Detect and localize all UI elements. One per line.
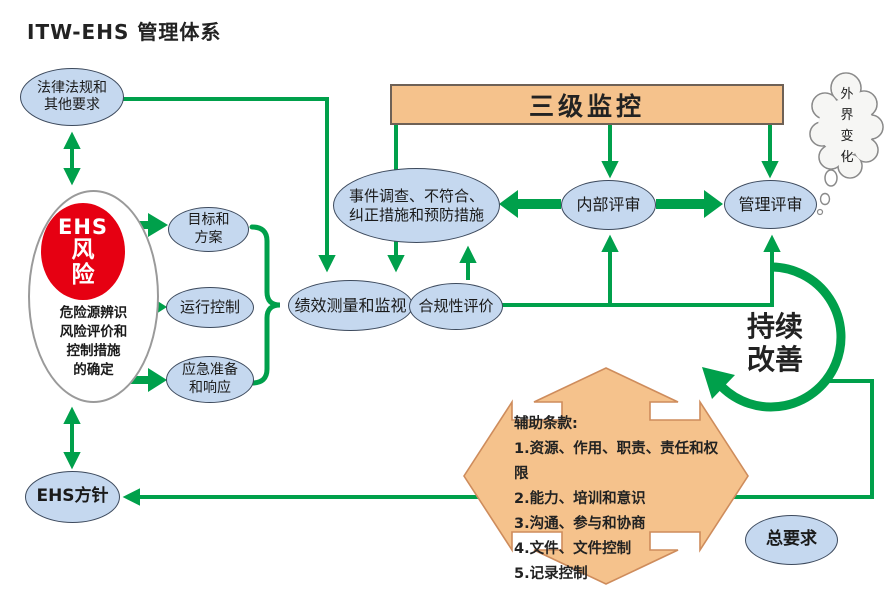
node-ehs-policy: EHS方针 — [25, 471, 120, 523]
node-internal-audit: 内部评审 — [561, 180, 656, 230]
node-performance-monitoring: 绩效测量和监视 — [288, 280, 413, 331]
arrow-risk-to-emergency — [126, 368, 167, 392]
cloud-bubble-medium — [819, 192, 831, 206]
page-title: ITW-EHS 管理体系 — [27, 20, 222, 44]
arrow-legal-to-performance — [123, 97, 336, 273]
ehs-risk-description: 危险源辨识 风险评价和 控制措施 的确定 — [59, 305, 128, 378]
node-compliance-evaluation: 合规性评价 — [409, 283, 503, 330]
aux-clauses-four-way-arrow — [463, 367, 749, 585]
node-three-level-monitoring: 三级监控 — [390, 84, 784, 125]
external-change-cloud — [809, 72, 884, 216]
node-general-requirement: 总要求 — [745, 515, 838, 565]
node-objectives-plans: 目标和 方案 — [168, 207, 249, 252]
node-legal-requirements: 法律法规和 其他要求 — [20, 68, 124, 126]
ehs-risk-badge: EHS 风 险 — [41, 203, 125, 300]
node-label: 其他要求 — [44, 97, 100, 113]
node-label: 法律法规和 — [37, 79, 107, 96]
node-operation-control: 运行控制 — [166, 287, 254, 328]
external-change-label: 外 界 变 化 — [840, 87, 854, 165]
aux-clause-item: 4.文件、文件控制 — [514, 541, 632, 557]
badge-text: 风 — [71, 237, 95, 264]
continuous-improvement-label: 持续 改善 — [746, 310, 803, 376]
aux-clause-item: 2.能力、培训和意识 — [514, 491, 646, 507]
continuous-improvement-loop-arrow — [718, 262, 846, 412]
brace-group-to-performance — [249, 224, 281, 386]
node-management-review: 管理评审 — [724, 180, 817, 229]
cloud-bubble-large — [824, 169, 838, 187]
node-ehs-risk: EHS 风 险 危险源辨识 风险评价和 控制措施 的确定 — [28, 190, 159, 403]
aux-clause-item: 1.资源、作用、职责、责任和权限 — [514, 441, 719, 482]
arrow-internal-audit-to-management-review — [656, 190, 723, 218]
continuous-improvement-arrowhead — [702, 367, 735, 399]
aux-clause-item: 3.沟通、参与和协商 — [514, 516, 646, 532]
node-incident-investigation: 事件调查、不符合、 纠正措施和预防措施 — [333, 168, 500, 243]
badge-text: 险 — [71, 261, 95, 288]
cloud-bubble-small — [816, 208, 824, 216]
aux-clauses-title: 辅助条款: — [514, 416, 578, 432]
arrow-internal-audit-to-incident — [499, 190, 561, 218]
arrow-risk-to-objectives — [122, 213, 168, 237]
aux-clause-item: 5.记录控制 — [514, 566, 588, 582]
aux-clauses-list: 辅助条款: 1.资源、作用、职责、责任和权限 2.能力、培训和意识 3.沟通、参… — [514, 412, 719, 587]
node-emergency-preparedness: 应急准备 和响应 — [166, 356, 254, 403]
badge-text: EHS — [57, 215, 109, 240]
